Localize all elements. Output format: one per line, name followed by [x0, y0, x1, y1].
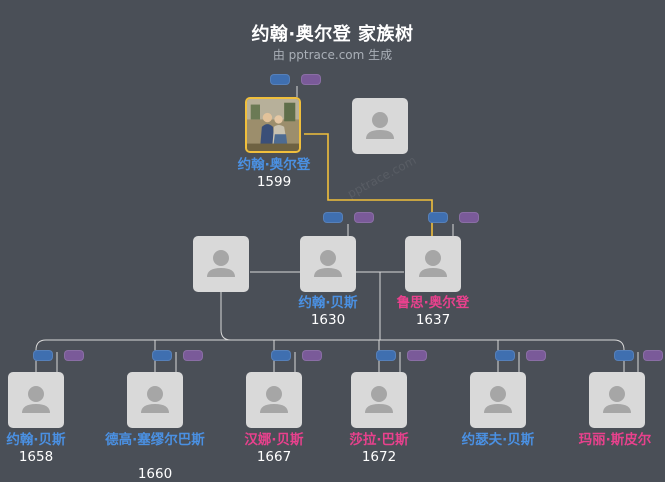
expand-mother-toggle[interactable] — [183, 350, 203, 361]
placeholder-avatar-icon — [260, 386, 288, 413]
expand-father-toggle[interactable] — [376, 350, 396, 361]
person-card-child[interactable] — [351, 372, 407, 428]
person-birth-year: 1660 — [137, 466, 173, 482]
person-birth-year: 1630 — [310, 312, 346, 328]
placeholder-avatar-icon — [365, 386, 393, 413]
expand-mother-toggle[interactable] — [643, 350, 663, 361]
person-card-child[interactable] — [246, 372, 302, 428]
placeholder-avatar-icon — [603, 386, 631, 413]
person-card-child[interactable] — [127, 372, 183, 428]
page-title: 约翰·奥尔登 家族树 — [251, 24, 414, 45]
person-birth-year: 1658 — [18, 449, 54, 465]
placeholder-avatar-icon — [484, 386, 512, 413]
person-name[interactable]: 莎拉·巴斯 — [349, 432, 409, 448]
person-card-child[interactable] — [470, 372, 526, 428]
expand-father-toggle[interactable] — [152, 350, 172, 361]
children-bar — [35, 339, 625, 372]
connector-line — [220, 292, 232, 341]
person-name[interactable]: 约翰·贝斯 — [298, 295, 358, 311]
person-birth-year: 1599 — [256, 174, 292, 190]
placeholder-avatar-icon — [207, 250, 235, 277]
person-card-child[interactable] — [589, 372, 645, 428]
page-subtitle: 由 pptrace.com 生成 — [272, 48, 393, 62]
placeholder-avatar-icon — [419, 250, 447, 277]
person-name[interactable]: 约瑟夫·贝斯 — [461, 432, 535, 448]
expand-father-toggle[interactable] — [614, 350, 634, 361]
expand-father-toggle[interactable] — [323, 212, 343, 223]
person-name[interactable]: 鲁思·奥尔登 — [396, 295, 470, 311]
person-name[interactable]: 玛丽·斯皮尔 — [578, 432, 652, 448]
placeholder-avatar-icon — [314, 250, 342, 277]
expand-father-toggle[interactable] — [33, 350, 53, 361]
portrait-photo — [247, 99, 299, 151]
person-card-unknown-spouse[interactable] — [352, 98, 408, 154]
placeholder-avatar-icon — [22, 386, 50, 413]
expand-mother-toggle[interactable] — [301, 74, 321, 85]
expand-father-toggle[interactable] — [270, 74, 290, 85]
expand-mother-toggle[interactable] — [526, 350, 546, 361]
expand-mother-toggle[interactable] — [302, 350, 322, 361]
person-card-child[interactable] — [8, 372, 64, 428]
person-birth-year: 1667 — [256, 449, 292, 465]
person-name[interactable]: 汉娜·贝斯 — [244, 432, 304, 448]
expand-mother-toggle[interactable] — [64, 350, 84, 361]
person-name[interactable]: 约翰·奥尔登 — [237, 157, 311, 173]
expand-father-toggle[interactable] — [271, 350, 291, 361]
expand-mother-toggle[interactable] — [407, 350, 427, 361]
expand-father-toggle[interactable] — [428, 212, 448, 223]
person-card-ruth-alden[interactable] — [405, 236, 461, 292]
expand-father-toggle[interactable] — [495, 350, 515, 361]
expand-mother-toggle[interactable] — [459, 212, 479, 223]
placeholder-avatar-icon — [366, 112, 394, 139]
person-birth-year: 1672 — [361, 449, 397, 465]
person-card-john-alden[interactable] — [245, 97, 301, 153]
expand-mother-toggle[interactable] — [354, 212, 374, 223]
person-name[interactable]: 德高·塞缪尔巴斯 — [105, 432, 205, 448]
person-card-john-bass[interactable] — [300, 236, 356, 292]
person-name[interactable]: 约翰·贝斯 — [6, 432, 66, 448]
person-birth-year: 1637 — [415, 312, 451, 328]
person-card-unknown-parent[interactable] — [193, 236, 249, 292]
placeholder-avatar-icon — [141, 386, 169, 413]
